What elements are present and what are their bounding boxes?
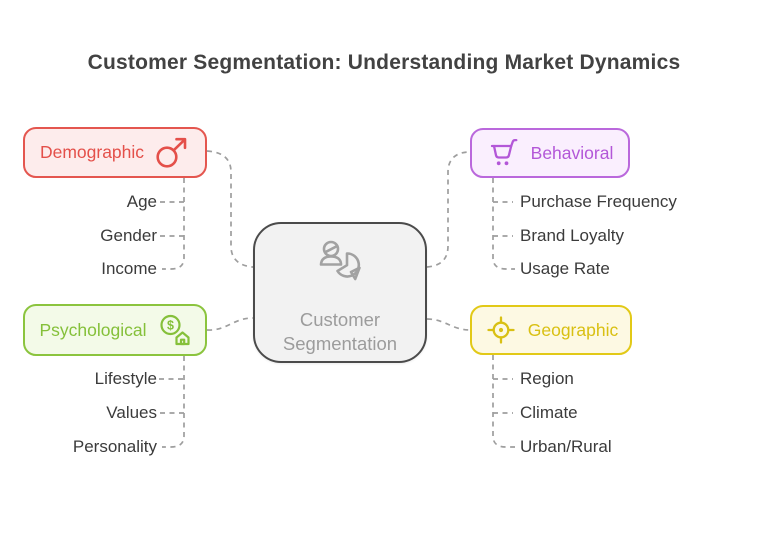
branch-node-geographic: Geographic	[470, 305, 632, 355]
branch-label: Demographic	[39, 142, 145, 162]
item-region: Region	[520, 369, 574, 388]
item-brand-loyalty: Brand Loyalty	[520, 226, 624, 245]
branch-node-psychological: Psychological $	[23, 304, 207, 356]
money-coin-house-icon: $	[157, 314, 191, 346]
item-usage-rate: Usage Rate	[520, 259, 610, 278]
crosshair-target-icon	[484, 313, 518, 347]
branch-label: Geographic	[527, 319, 619, 340]
item-gender: Gender	[100, 226, 157, 245]
item-purchase-frequency: Purchase Frequency	[520, 192, 677, 211]
item-urban-rural: Urban/Rural	[520, 437, 612, 456]
item-values: Values	[106, 403, 157, 422]
central-node-customer-segmentation: Customer Segmentation	[253, 222, 427, 363]
item-lifestyle: Lifestyle	[94, 369, 157, 388]
branch-label: Behavioral	[530, 142, 614, 163]
item-climate: Climate	[520, 403, 578, 422]
branch-node-behavioral: Behavioral	[470, 128, 630, 178]
item-age: Age	[126, 192, 157, 211]
item-personality: Personality	[72, 437, 157, 456]
item-income: Income	[101, 259, 157, 278]
male-symbol-icon	[154, 136, 190, 170]
central-node-label: Customer Segmentation	[282, 309, 398, 354]
shopping-cart-icon	[487, 137, 521, 170]
branch-label: Psychological	[39, 319, 147, 340]
page-title: Customer Segmentation: Understanding Mar…	[87, 51, 681, 74]
branch-node-demographic: Demographic	[23, 127, 207, 178]
customer-segments-icon	[313, 238, 367, 292]
svg-text:$: $	[167, 318, 174, 332]
